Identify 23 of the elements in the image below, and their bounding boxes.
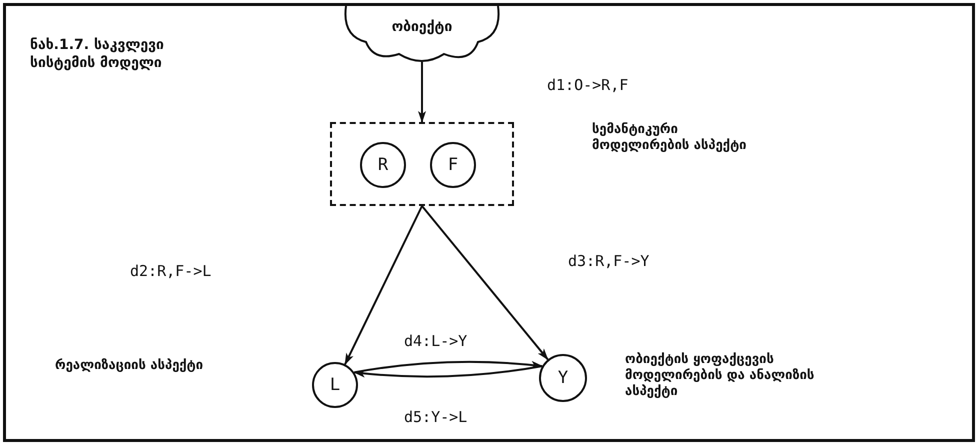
- arrow: [418, 62, 426, 123]
- aspect-note: რეალიზაციის ასპექტი: [55, 358, 204, 374]
- node-label: L: [330, 375, 340, 395]
- aspect-note: ობიექტის ყოფაქცევის მოდელირების და ანალიზის ასპექტი: [625, 352, 816, 400]
- node-label: F: [448, 155, 458, 175]
- circle-node: [539, 354, 587, 402]
- circle-node: [312, 362, 358, 408]
- mapping-label: d1:O->R,F: [545, 76, 630, 94]
- arrow: [421, 205, 549, 360]
- figure-title: ნახ.1.7. საკვლევი სისტემის მოდელი: [30, 36, 165, 72]
- mapping-label: d3:R,F->Y: [566, 252, 652, 270]
- cloud-shape: [344, 6, 500, 62]
- aspect-note: სემანტიკური მოდელირების ასპექტი: [592, 122, 748, 154]
- arrow: [344, 206, 423, 366]
- mapping-label: d2:R,F->L: [128, 262, 214, 280]
- dashed-group-box: [330, 122, 514, 206]
- node-label: ობიექტი: [392, 19, 452, 35]
- circle-node: [360, 142, 406, 188]
- circle-node: [430, 142, 476, 188]
- node-label: R: [378, 155, 388, 175]
- node-label: Y: [558, 368, 568, 388]
- arrow: [354, 360, 544, 374]
- arrow: [353, 365, 542, 378]
